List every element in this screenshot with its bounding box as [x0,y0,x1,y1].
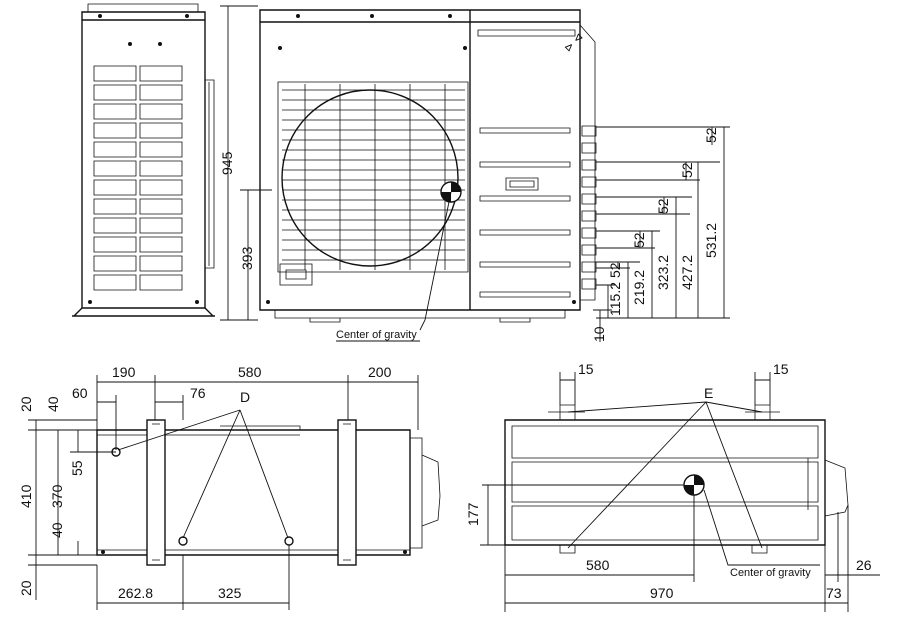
dim-219-2: 219.2 [631,270,647,305]
dim-945: 945 [219,151,235,175]
rear-view-dimensions: 15 15 E 177 580 970 73 26 Center of grav… [465,361,880,612]
fan-grille [277,81,469,286]
dim-60: 60 [72,385,88,401]
dim-580-plan: 580 [238,364,262,380]
dim-410: 410 [18,484,34,508]
dim-26: 26 [856,557,872,573]
plan-view [96,419,441,566]
dim-262-8: 262.8 [118,585,153,601]
callout-e: E [704,385,713,401]
dim-370: 370 [49,484,65,508]
svg-text:⊳ ⊲: ⊳ ⊲ [562,31,586,55]
dim-15-left: 15 [578,361,594,377]
dim-427-2: 427.2 [679,255,695,290]
cog-label-right: Center of gravity [730,567,811,579]
front-view: ⊳ ⊲ [259,9,597,323]
dim-325: 325 [218,585,242,601]
dim-52-c: 52 [655,198,671,214]
cog-label-top: Center of gravity [336,329,417,341]
side-view-louvers [93,65,183,291]
dim-10: 10 [591,326,607,342]
dim-970: 970 [650,585,674,601]
height-dimensions: 945 393 [219,5,272,321]
dim-190: 190 [112,364,136,380]
dim-531-2: 531.2 [703,223,719,258]
dim-52-a: 52 [703,127,719,143]
service-valves [581,125,597,290]
dim-15-right: 15 [773,361,789,377]
side-view [72,3,215,317]
callout-d: D [240,389,250,405]
dim-20-top: 20 [18,396,34,412]
dim-115-2: 115.2 [607,282,623,316]
dim-73: 73 [826,585,842,601]
dim-177: 177 [465,502,481,526]
dim-40-bottom: 40 [49,522,65,538]
dim-76: 76 [190,385,206,401]
dim-580-rear: 580 [586,557,610,573]
plan-view-dimensions: 190 580 200 60 76 20 40 55 410 370 40 20… [18,364,419,610]
dim-52-e: 52 [607,262,623,278]
dim-52-d: 52 [631,232,647,248]
dim-55: 55 [69,460,85,476]
rear-view [504,404,849,554]
dim-52-b: 52 [679,162,695,178]
dim-40-top: 40 [45,396,61,412]
dim-393: 393 [239,246,255,270]
dim-323-2: 323.2 [655,255,671,290]
pipe-height-dimensions: 52 52 52 52 52 531.2 427.2 323.2 219.2 1… [591,126,730,342]
right-panel-slots [479,127,571,298]
dim-200: 200 [368,364,392,380]
dim-20-bottom: 20 [18,580,34,596]
